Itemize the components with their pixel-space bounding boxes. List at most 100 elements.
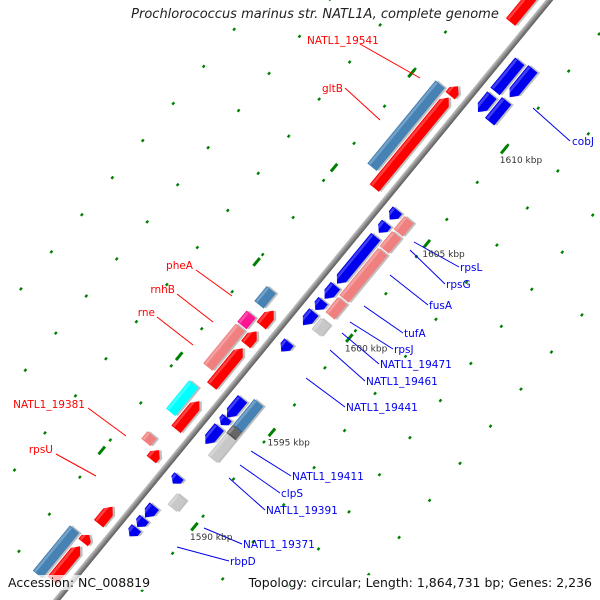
gene-NATL1_19461[interactable] — [311, 317, 331, 337]
gene-rpsG-rna[interactable] — [379, 231, 402, 254]
gene-label[interactable]: NATL1_19371 — [243, 539, 315, 551]
gene-pheA[interactable] — [254, 285, 276, 309]
gene-NATL1_19541[interactable] — [445, 82, 463, 100]
label-leader-line — [341, 332, 380, 365]
gene-low-steel[interactable] — [32, 525, 80, 579]
gene-NATL1_19391-gene[interactable] — [201, 423, 224, 448]
gene-rpsL-rna[interactable] — [393, 215, 414, 237]
gene-NATL1_19471[interactable] — [298, 308, 319, 329]
label-leader-line — [156, 316, 194, 346]
gene-highlight — [209, 434, 229, 457]
gene-rbpD[interactable] — [140, 502, 159, 521]
label-leader-line — [359, 43, 421, 79]
marker-dot — [444, 217, 449, 222]
scale-tick-mark — [329, 162, 339, 173]
gene-NATL1_19381[interactable] — [165, 380, 199, 417]
gene-cobJ-b[interactable] — [490, 57, 525, 96]
marker-dot — [19, 287, 23, 291]
gene-label[interactable]: rnhB — [150, 284, 175, 296]
scale-tick-label: 1605 kbp — [422, 250, 465, 260]
gene-rne-gene[interactable] — [207, 344, 247, 390]
scale-tick-mark — [499, 144, 509, 155]
gene-label[interactable]: NATL1_19441 — [346, 402, 418, 414]
gene-rnhB[interactable] — [241, 328, 261, 349]
label-leader-line — [87, 407, 127, 437]
gene-gltB[interactable] — [369, 94, 454, 192]
gene-low-forward[interactable] — [93, 503, 117, 528]
gene-label[interactable]: rpsU — [29, 444, 53, 456]
gene-highlight — [48, 543, 78, 578]
gene-label[interactable]: tufA — [404, 328, 426, 340]
gene-label[interactable]: NATL1_19411 — [292, 471, 364, 483]
gene-low-forward-2[interactable] — [78, 531, 93, 547]
marker-dot — [47, 512, 52, 517]
gene-highlight — [95, 504, 110, 522]
gene-label[interactable]: NATL1_19461 — [366, 376, 438, 388]
gene-highlight — [223, 396, 241, 416]
gene-NATL1_19391[interactable] — [207, 432, 236, 464]
gene-label[interactable]: NATL1_19541 — [307, 35, 379, 47]
marker-dot — [108, 438, 113, 442]
gene-highlight — [333, 234, 374, 282]
gene-label[interactable]: rbpD — [230, 556, 256, 568]
marker-dot — [17, 549, 21, 554]
gene-highlight — [242, 328, 254, 343]
gene-NATL1_19371-arrow[interactable] — [168, 472, 184, 487]
gene-NATL1_19411-gene[interactable] — [222, 394, 248, 421]
gene-tufA-rna[interactable] — [325, 297, 348, 320]
gene-label[interactable]: clpS — [281, 488, 303, 500]
gene-NATL1_19381-gene[interactable] — [171, 397, 204, 434]
gene-label[interactable]: rpsJ — [394, 344, 414, 356]
scale-tick-label: 1595 kbp — [267, 439, 310, 449]
gene-label[interactable]: NATL1_19391 — [266, 505, 338, 517]
gene-tufA[interactable] — [320, 281, 341, 303]
marker-dot — [495, 243, 499, 248]
gene-NATL1_19411[interactable] — [232, 398, 264, 433]
gene-rpsL[interactable] — [385, 206, 403, 223]
gene-label[interactable]: pheA — [166, 260, 194, 272]
gene-fusA[interactable] — [332, 232, 381, 288]
gene-fusA-rna[interactable] — [339, 247, 388, 303]
gene-highlight — [326, 298, 340, 314]
gene-NATL1_19411-dark[interactable] — [226, 425, 242, 441]
gene-highlight — [79, 532, 87, 541]
gene-cobJ-a[interactable] — [473, 91, 497, 116]
gene-cobJ-c[interactable] — [484, 97, 512, 126]
marker-dot — [199, 326, 204, 331]
gene-label[interactable]: cobJ — [572, 136, 594, 148]
marker-dot — [225, 208, 230, 213]
gene-rne[interactable] — [203, 323, 245, 371]
gene-label[interactable]: gltB — [322, 83, 343, 95]
gene-NATL1_19371[interactable] — [167, 493, 187, 513]
gene-rpsU-rna[interactable] — [141, 431, 157, 447]
gene-label[interactable]: fusA — [429, 300, 453, 312]
marker-dot — [347, 509, 351, 514]
gene-rpsG[interactable] — [374, 219, 392, 237]
gene-top-forward[interactable] — [505, 0, 544, 26]
gene-highlight — [134, 516, 142, 525]
gene-rnhB-region[interactable] — [237, 310, 256, 330]
gene-highlight — [446, 83, 456, 94]
gene-highlight — [371, 95, 447, 186]
gene-rpsU[interactable] — [146, 446, 164, 464]
gene-label[interactable]: rpsG — [446, 279, 471, 291]
gene-rbpD-3[interactable] — [125, 524, 142, 540]
gene-clpS[interactable] — [216, 413, 232, 429]
gene-gltB-region[interactable] — [367, 80, 445, 172]
gene-rbpD-2[interactable] — [133, 514, 149, 531]
gene-NATL1_19441[interactable] — [277, 338, 294, 355]
gene-highlight — [126, 525, 134, 535]
gene-cobJ[interactable] — [505, 65, 538, 101]
gene-label[interactable]: rpsL — [460, 262, 482, 274]
gene-low-forward-3[interactable] — [47, 542, 84, 585]
marker-dot — [77, 475, 82, 480]
gene-label[interactable]: NATL1_19381 — [13, 399, 85, 411]
label-leader-line — [305, 377, 346, 408]
gene-pheA-gene[interactable] — [256, 307, 279, 330]
gene-highlight — [142, 432, 150, 441]
gene-label[interactable]: rne — [138, 307, 155, 319]
marker-dot — [321, 178, 326, 183]
gene-rpsJ[interactable] — [311, 296, 328, 314]
marker-dot — [206, 145, 211, 150]
gene-label[interactable]: NATL1_19471 — [380, 359, 452, 371]
